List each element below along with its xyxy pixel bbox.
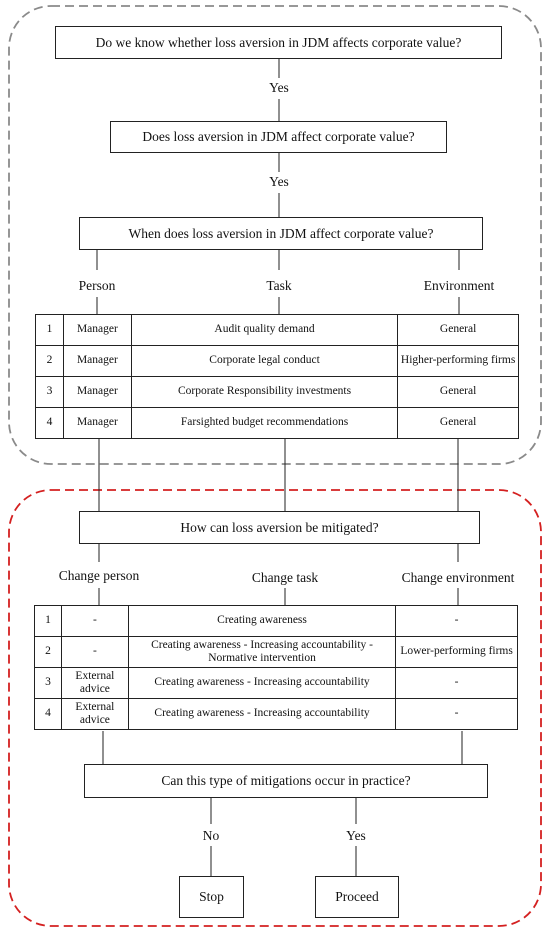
header-environment: Environment <box>423 278 495 293</box>
task-cell: Farsighted budget recommendations <box>130 407 399 439</box>
task-cell: Creating awareness - Increasing accounta… <box>127 636 397 668</box>
stop-box: Stop <box>179 876 244 918</box>
row-number: 3 <box>34 667 62 699</box>
row-number: 4 <box>34 698 62 730</box>
table-row: 3 External advice Creating awareness - I… <box>34 667 518 699</box>
header-change-environment: Change environment <box>401 570 515 585</box>
question-affect-box: Does loss aversion in JDM affect corpora… <box>110 121 447 153</box>
mitigation-table: 1 - Creating awareness - 2 - Creating aw… <box>34 605 518 730</box>
task-cell: Corporate Responsibility investments <box>130 376 399 408</box>
table-row: 4 Manager Farsighted budget recommendati… <box>35 407 519 439</box>
row-number: 2 <box>35 345 64 377</box>
table-row: 1 - Creating awareness - <box>34 605 518 637</box>
header-task: Task <box>266 278 292 293</box>
table-row: 1 Manager Audit quality demand General <box>35 314 519 346</box>
row-number: 4 <box>35 407 64 439</box>
environment-cell: - <box>395 667 518 699</box>
task-cell: Creating awareness <box>127 605 397 637</box>
row-number: 1 <box>35 314 64 346</box>
red-dashed-group <box>8 489 542 927</box>
person-cell: - <box>60 605 129 637</box>
row-number: 2 <box>34 636 62 668</box>
environment-cell: - <box>395 605 518 637</box>
header-change-task: Change task <box>251 570 319 585</box>
environment-cell: General <box>397 314 519 346</box>
question-when-box: When does loss aversion in JDM affect co… <box>79 217 483 250</box>
task-cell: Corporate legal conduct <box>130 345 399 377</box>
environment-cell: - <box>395 698 518 730</box>
yes-label-3: Yes <box>346 828 366 843</box>
question-mitigate-box: How can loss aversion be mitigated? <box>79 511 480 544</box>
person-cell: External advice <box>60 667 129 699</box>
person-cell: Manager <box>62 314 132 346</box>
proceed-box: Proceed <box>315 876 399 918</box>
table-row: 2 Manager Corporate legal conduct Higher… <box>35 345 519 377</box>
environment-cell: General <box>397 376 519 408</box>
question-know-box: Do we know whether loss aversion in JDM … <box>55 26 502 59</box>
environment-cell: General <box>397 407 519 439</box>
header-change-person: Change person <box>58 568 140 583</box>
task-cell: Creating awareness - Increasing accounta… <box>127 698 397 730</box>
yes-label-2: Yes <box>269 174 289 189</box>
table-row: 2 - Creating awareness - Increasing acco… <box>34 636 518 668</box>
person-cell: External advice <box>60 698 129 730</box>
table-row: 3 Manager Corporate Responsibility inves… <box>35 376 519 408</box>
task-cell: Creating awareness - Increasing accounta… <box>127 667 397 699</box>
header-person: Person <box>78 278 116 293</box>
person-cell: Manager <box>62 376 132 408</box>
task-cell: Audit quality demand <box>130 314 399 346</box>
person-cell: Manager <box>62 407 132 439</box>
when-table: 1 Manager Audit quality demand General 2… <box>35 314 519 439</box>
yes-label-1: Yes <box>269 80 289 95</box>
person-cell: Manager <box>62 345 132 377</box>
row-number: 1 <box>34 605 62 637</box>
no-label: No <box>202 828 220 843</box>
environment-cell: Lower-performing firms <box>395 636 518 668</box>
grey-dashed-group <box>8 5 542 465</box>
person-cell: - <box>60 636 129 668</box>
environment-cell: Higher-performing firms <box>397 345 519 377</box>
question-practice-box: Can this type of mitigations occur in pr… <box>84 764 488 798</box>
table-row: 4 External advice Creating awareness - I… <box>34 698 518 730</box>
row-number: 3 <box>35 376 64 408</box>
